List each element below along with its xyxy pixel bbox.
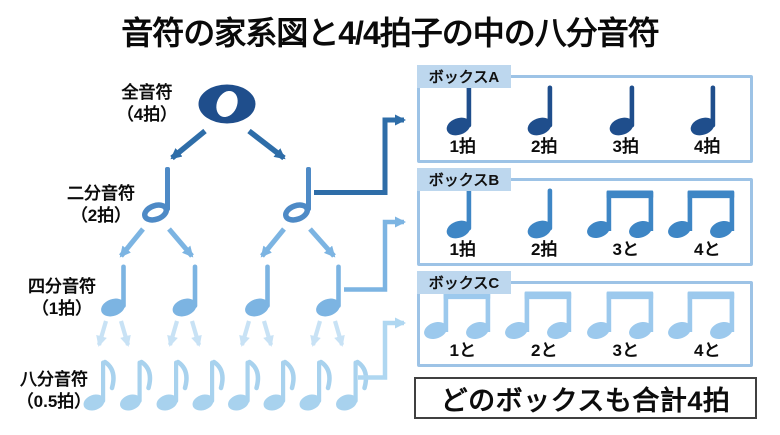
quarter-note-icon — [101, 264, 126, 317]
quarter-note-icon — [245, 264, 270, 317]
summary-box: どのボックスも合計4拍 — [414, 377, 757, 419]
note-cell: 4と — [667, 183, 749, 260]
beat-label: 4と — [694, 341, 721, 360]
box-c-label: ボックスC — [417, 271, 511, 294]
note-beats: （0.5拍） — [16, 391, 92, 411]
whole-to-half-arrows — [170, 128, 286, 161]
connector-box-c-arrow — [358, 317, 406, 380]
box-a: 1拍 2拍 3拍 4拍 — [417, 75, 753, 163]
beat-label: 2と — [531, 341, 558, 360]
note-cell: 4拍 — [667, 80, 749, 157]
half-note-icon — [282, 167, 311, 223]
box-b: 1拍 2拍 3と 4と — [417, 178, 753, 266]
beamed-eighth-pair-icon — [423, 288, 503, 340]
tree-label-eighth-note: 八分音符 （0.5拍） — [4, 369, 104, 413]
note-beats: （1拍） — [31, 298, 93, 318]
eighth-note-icon — [192, 359, 225, 411]
beat-label: 3と — [612, 341, 639, 360]
quarter-note-icon — [446, 84, 480, 136]
eighth-note-icon — [83, 359, 116, 411]
connector-box-a-arrow — [314, 114, 406, 195]
tree-label-quarter-note: 四分音符 （1拍） — [14, 276, 110, 320]
page-title: 音符の家系図と4/4拍子の中の八分音符 — [121, 15, 660, 51]
beamed-eighth-pair-icon — [667, 288, 747, 340]
note-cell: 2と — [504, 286, 586, 361]
half-to-quarter-arrows — [119, 227, 336, 258]
beamed-eighth-pair-icon — [667, 187, 747, 239]
note-name: 全音符 — [121, 83, 173, 102]
quarter-note-icon — [527, 187, 561, 239]
note-family-tree — [83, 84, 406, 411]
box-b-notes: 1拍 2拍 3と 4と — [420, 181, 750, 263]
quarter-note-icon — [446, 187, 480, 239]
box-c-notes: 1と 2と 3と 4と — [420, 284, 750, 364]
summary-text: どのボックスも合計4拍 — [440, 385, 731, 416]
note-beats: （4拍） — [116, 104, 178, 124]
eighth-note-row — [83, 359, 369, 411]
quarter-note-icon — [690, 84, 724, 136]
note-cell: 1拍 — [422, 183, 504, 260]
eighth-note-icon — [228, 359, 261, 411]
beat-label: 3拍 — [612, 137, 639, 156]
eighth-note-icon — [263, 359, 296, 411]
quarter-note-icon — [609, 84, 643, 136]
note-cell: 1と — [422, 286, 504, 361]
beat-label: 4と — [694, 240, 721, 259]
box-c: 1と 2と 3と 4と — [417, 281, 753, 367]
note-cell: 1拍 — [422, 80, 504, 157]
half-note-icon — [141, 167, 170, 223]
beat-label: 2拍 — [531, 137, 558, 156]
note-name: 二分音符 — [67, 184, 135, 203]
note-cell: 3拍 — [585, 80, 667, 157]
beat-label: 1と — [449, 341, 476, 360]
whole-note-icon — [198, 84, 256, 124]
beat-label: 1拍 — [449, 240, 476, 259]
beat-label: 2拍 — [531, 240, 558, 259]
connector-box-b-arrow — [344, 216, 406, 292]
quarter-note-icon — [172, 264, 198, 317]
quarter-to-eighth-arrows — [96, 320, 345, 347]
beat-label: 1拍 — [449, 137, 476, 156]
box-a-label: ボックスA — [417, 65, 511, 88]
beat-label: 4拍 — [694, 137, 721, 156]
note-cell: 3と — [585, 183, 667, 260]
box-b-label: ボックスB — [417, 168, 511, 191]
tree-label-half-note: 二分音符 （2拍） — [53, 183, 149, 227]
box-a-notes: 1拍 2拍 3拍 4拍 — [420, 78, 750, 160]
note-cell: 2拍 — [504, 183, 586, 260]
eighth-note-icon — [156, 359, 189, 411]
note-name: 八分音符 — [20, 370, 88, 389]
tree-label-whole-note: 全音符 （4拍） — [99, 82, 195, 126]
beamed-eighth-pair-icon — [586, 187, 666, 239]
beamed-eighth-pair-icon — [504, 288, 584, 340]
beamed-eighth-pair-icon — [586, 288, 666, 340]
eighth-note-icon — [299, 359, 332, 411]
beat-label: 3と — [612, 240, 639, 259]
eighth-note-icon — [336, 359, 369, 411]
quarter-note-icon — [316, 264, 341, 317]
note-cell: 4と — [667, 286, 749, 361]
note-name: 四分音符 — [28, 277, 96, 296]
note-cell: 2拍 — [504, 80, 586, 157]
note-beats: （2拍） — [70, 205, 132, 225]
quarter-note-icon — [527, 84, 561, 136]
eighth-note-icon — [120, 359, 153, 411]
note-cell: 3と — [585, 286, 667, 361]
